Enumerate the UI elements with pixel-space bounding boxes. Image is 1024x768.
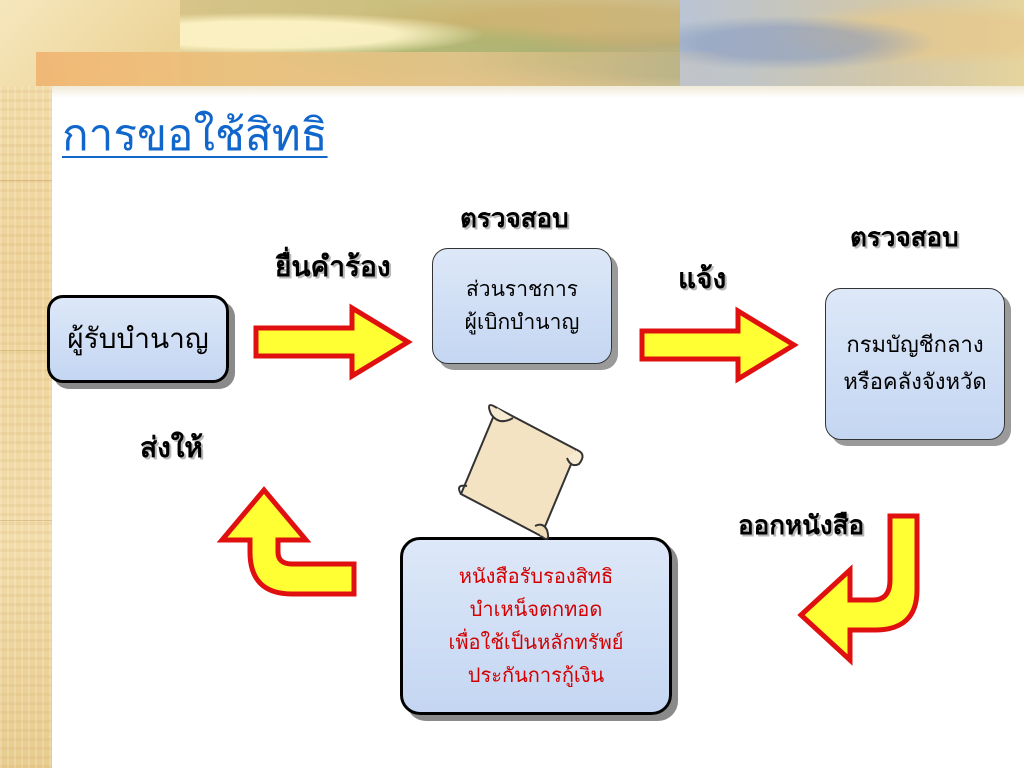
label-notify: แจ้ง [678, 262, 727, 295]
strip-divider [0, 520, 52, 521]
node-agency-line: ส่วนราชการ [465, 277, 579, 302]
node-certificate-line: หนังสือรับรองสิทธิ [458, 564, 614, 588]
top-band-fade [52, 86, 1024, 98]
arrow-right-icon [639, 306, 799, 384]
node-certificate-line: บำเหน็จตกทอด [469, 597, 603, 621]
left-texture-strip [0, 0, 52, 768]
node-pensioner-label: ผู้รับบำนาญ [67, 322, 209, 355]
label-issue-letter: ออกหนังสือ [738, 511, 865, 541]
node-comptroller-line: หรือคลังจังหวัด [843, 370, 987, 395]
node-comptroller: กรมบัญชีกลาง หรือคลังจังหวัด [825, 288, 1005, 440]
label-check-agency: ตรวจสอบ [460, 204, 569, 234]
label-check-comptroller: ตรวจสอบ [850, 223, 959, 253]
arrow-right-icon [253, 303, 413, 381]
node-comptroller-line: กรมบัญชีกลาง [846, 332, 984, 358]
label-send-to: ส่งให้ [140, 431, 203, 464]
curved-arrow-down-left-icon [797, 513, 920, 666]
slide-title: การขอใช้สิทธิ [62, 110, 328, 161]
node-certificate: หนังสือรับรองสิทธิ บำเหน็จตกทอด เพื่อใช้… [400, 537, 672, 715]
scroll-document-icon [458, 404, 584, 540]
node-agency-line: ผู้เบิกบำนาญ [464, 310, 580, 334]
node-pensioner: ผู้รับบำนาญ [47, 295, 229, 383]
node-certificate-line: ประกันการกู้เงิน [467, 663, 605, 687]
curved-arrow-up-icon [216, 486, 357, 597]
node-certificate-line: เพื่อใช้เป็นหลักทรัพย์ [448, 630, 624, 654]
label-submit-request: ยื่นคำร้อง [275, 250, 391, 283]
strip-divider [0, 350, 52, 351]
strip-divider [0, 180, 52, 181]
node-agency: ส่วนราชการ ผู้เบิกบำนาญ [432, 248, 612, 364]
top-orange-accent [36, 52, 736, 86]
top-collage-image-right [680, 0, 1024, 86]
